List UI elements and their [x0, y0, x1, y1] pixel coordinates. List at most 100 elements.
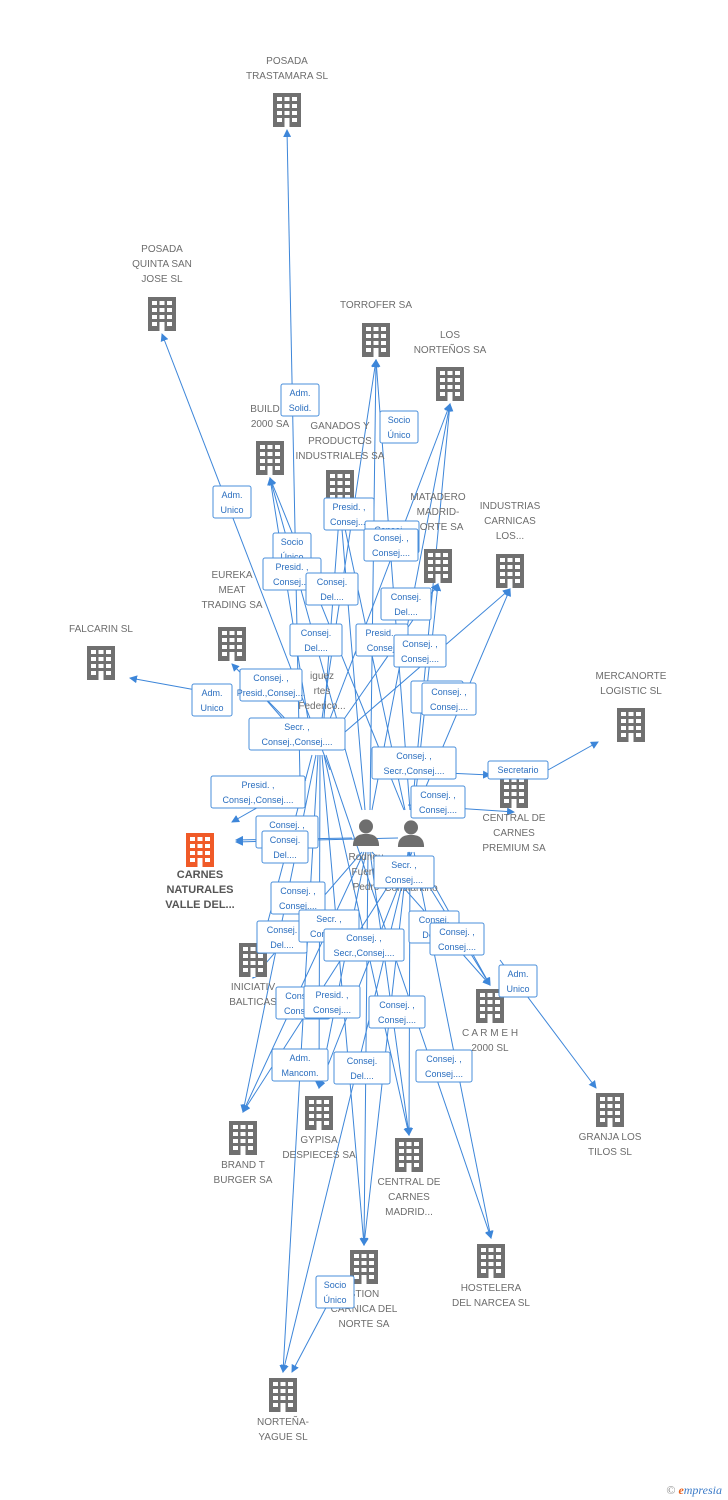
node-torrofer[interactable]: TORROFER SA: [340, 300, 412, 357]
edge-line: [547, 741, 599, 771]
building-icon: [269, 1378, 297, 1412]
relation-text: Del....: [304, 643, 328, 653]
node-rodriguez-federico[interactable]: iguezrtesFederico...: [298, 671, 346, 749]
relation-text: Solid.: [289, 403, 312, 413]
relation-text: Consej.: [419, 915, 450, 925]
relation-text: Presid. ,: [241, 780, 274, 790]
relation-label[interactable]: Secr. ,Consej....: [373, 855, 435, 889]
relation-label[interactable]: Consej. ,Consej....: [429, 922, 485, 956]
node-label-line: C A R M E H: [462, 1028, 518, 1039]
relation-label[interactable]: Consej. ,Consej....: [368, 995, 426, 1029]
node-hostelera[interactable]: HOSTELERA DEL NARCEA SL: [452, 1244, 530, 1309]
node-label-line: GRANJA LOS: [579, 1132, 642, 1143]
node-label-line: JOSE SL: [141, 274, 183, 285]
node-nortena[interactable]: NORTEÑA-YAGUE SL: [257, 1378, 309, 1443]
relation-text: Consej....: [372, 548, 410, 558]
relation-label[interactable]: Consej. ,Consej....: [363, 528, 419, 562]
node-central-madrid[interactable]: CENTRAL DECARNESMADRID...: [378, 1138, 441, 1218]
relation-box: [333, 1051, 391, 1085]
relation-label[interactable]: Consej. ,Secr.,Consej....: [323, 928, 405, 962]
relation-text: Secretario: [497, 765, 538, 775]
relation-box: [305, 572, 359, 606]
node-label-line: Pedro: [353, 882, 380, 893]
node-label-line: POSADA: [266, 56, 308, 67]
relation-label[interactable]: Consej. ,Consej....: [415, 1049, 473, 1083]
relation-label[interactable]: Consej.Del....: [261, 830, 309, 864]
relation-label[interactable]: Consej.Del....: [380, 587, 432, 621]
relation-label[interactable]: Consej.Del....: [305, 572, 359, 606]
relation-text: Consej....: [385, 875, 423, 885]
relation-label[interactable]: Consej. ,Consej....: [270, 881, 326, 915]
node-label-line: INICIATIV: [231, 982, 276, 993]
node-label-line: Federico...: [298, 701, 345, 712]
relation-text: Único: [323, 1295, 346, 1305]
relation-text: Consej. ,: [402, 639, 438, 649]
node-industrias[interactable]: INDUSTRIASCARNICASLOS...: [480, 501, 541, 588]
node-falcarin[interactable]: FALCARIN SL: [69, 624, 133, 680]
relation-label[interactable]: Adm.Mancom.: [271, 1048, 329, 1082]
node-label-line: LOS: [440, 330, 460, 341]
node-label-line: CARNICAS: [484, 516, 536, 527]
relation-text: Del....: [270, 940, 294, 950]
relation-label[interactable]: Presid. , Consej.,Consej....: [210, 775, 306, 809]
relation-label[interactable]: Adm.Unico: [498, 964, 538, 998]
relation-label[interactable]: Adm.Unico: [212, 485, 252, 519]
relation-label[interactable]: Consej.Del....: [333, 1051, 391, 1085]
relation-label[interactable]: Consej.Del....: [289, 623, 343, 657]
edge-line: [405, 851, 414, 1136]
relation-box: [421, 682, 477, 716]
relation-text: Del....: [394, 607, 418, 617]
relation-label[interactable]: Consej. ,Consej....: [421, 682, 477, 716]
relation-label[interactable]: Consej. ,Secr.,Consej....: [371, 746, 457, 780]
relation-label[interactable]: Adm.Solid.: [280, 383, 320, 417]
relation-text: Consej....: [284, 1006, 322, 1016]
relation-text: Presid. ,: [365, 628, 398, 638]
relation-label[interactable]: Consej. ,Presid.,Consej....: [237, 668, 306, 702]
relation-box: [303, 985, 361, 1019]
node-label-line: rtes: [314, 686, 331, 697]
edge-line: [360, 851, 409, 1246]
node-label-line: YAGUE SL: [258, 1432, 308, 1443]
relation-box: [393, 634, 447, 668]
node-label-line: 2000 SA: [251, 419, 290, 430]
relation-label[interactable]: Secr. ,Consej.,Consej....: [248, 717, 346, 751]
building-icon: [273, 93, 301, 127]
relation-label[interactable]: Presid. ,Consej....: [323, 497, 375, 531]
relation-text: Del....: [320, 592, 344, 602]
node-label-line: MERCANORTE: [596, 671, 667, 682]
node-label-line: HOSTELERA: [461, 1283, 522, 1294]
relation-text: Del....: [273, 850, 297, 860]
relation-label[interactable]: Consej. ,Consej....: [410, 785, 466, 819]
relation-label[interactable]: Secretario: [487, 760, 549, 780]
relation-text: Consej.,Consej....: [222, 795, 293, 805]
relation-text: Consej. ,: [253, 673, 289, 683]
relation-label[interactable]: Adm.Unico: [191, 683, 233, 717]
node-label-line: PRODUCTOS: [308, 436, 372, 447]
edge-line: [242, 851, 365, 1113]
node-label-line: DEL NARCEA SL: [452, 1298, 530, 1309]
relation-label[interactable]: Presid. ,Consej....: [303, 985, 361, 1019]
relation-label[interactable]: Consej. ,Consej....: [393, 634, 447, 668]
building-icon: [424, 549, 452, 583]
node-label-line: GYPISA: [300, 1135, 338, 1146]
